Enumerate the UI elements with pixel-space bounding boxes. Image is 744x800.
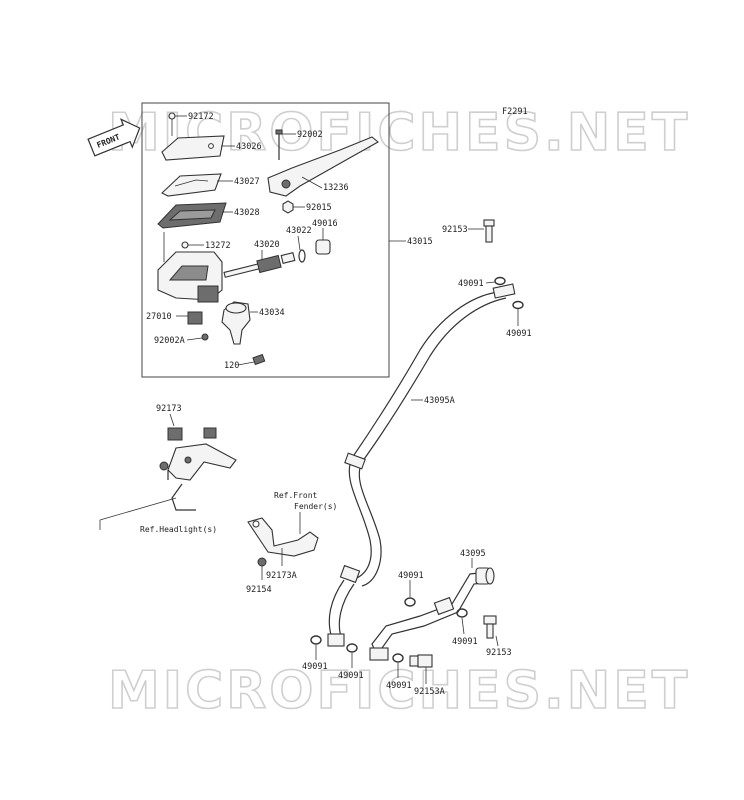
label-92153-top: 92153	[442, 225, 468, 235]
washer-49091-g	[392, 653, 404, 663]
washer-49091-f	[346, 643, 358, 653]
label-43022: 43022	[286, 226, 312, 236]
banjo-bolt-92153-top	[483, 219, 495, 243]
label-92173: 92173	[156, 404, 182, 414]
banjo-bolt-92153A	[409, 654, 433, 668]
figure-id: F2291	[502, 107, 528, 117]
hose-bracket-92173A	[247, 517, 319, 567]
pin-13272	[181, 241, 189, 249]
watermark-bottom: MICROFICHES.NET	[108, 661, 690, 721]
label-43027: 43027	[234, 177, 260, 187]
screw-92172	[168, 112, 187, 136]
label-43028: 43028	[234, 208, 260, 218]
label-92173A: 92173A	[266, 571, 297, 581]
brake-lever-13236	[267, 136, 379, 197]
clamp-43034	[221, 301, 251, 345]
label-49091-e: 49091	[302, 662, 328, 672]
ref-headlight: Ref.Headlight(s)	[140, 525, 217, 534]
brake-hose-43095	[369, 567, 495, 661]
ref-front-fender-line2: Fender(s)	[294, 502, 337, 511]
label-92015: 92015	[306, 203, 332, 213]
piston-43020	[223, 250, 296, 278]
master-cylinder-kit-box	[141, 102, 390, 378]
label-92002: 92002	[297, 130, 323, 140]
label-92002A: 92002A	[154, 336, 185, 346]
washer-49091-a	[494, 276, 506, 286]
label-92154: 92154	[246, 585, 272, 595]
ref-front-fender-line1: Ref.Front	[274, 491, 318, 500]
label-49091-d: 49091	[452, 637, 478, 647]
brake-hose-43095A	[327, 283, 516, 647]
label-49091-c: 49091	[398, 571, 424, 581]
hose-bracket-92173	[159, 427, 237, 511]
label-13272: 13272	[205, 241, 231, 251]
label-43095A: 43095A	[424, 396, 455, 406]
label-27010: 27010	[146, 312, 172, 322]
bolt-92002	[275, 129, 283, 135]
label-92153-lower: 92153	[486, 648, 512, 658]
diaphragm-plate-43027	[161, 173, 222, 197]
nut-92015	[282, 200, 294, 214]
label-49091-b: 49091	[506, 329, 532, 339]
label-43026: 43026	[236, 142, 262, 152]
bolt-120	[252, 353, 266, 366]
label-43020: 43020	[254, 240, 280, 250]
label-92153A: 92153A	[414, 687, 445, 697]
label-43034: 43034	[259, 308, 285, 318]
switch-27010	[187, 311, 203, 325]
washer-49091-b	[512, 300, 524, 310]
label-49016: 49016	[312, 219, 338, 229]
banjo-bolt-92153-lower	[483, 615, 497, 639]
screw-92002A	[201, 333, 209, 341]
label-120: 120	[224, 361, 239, 371]
label-13236: 13236	[323, 183, 349, 193]
front-arrow-icon: FRONT	[87, 118, 141, 157]
label-92172: 92172	[188, 112, 214, 122]
label-49091-g: 49091	[386, 681, 412, 691]
label-43095: 43095	[460, 549, 486, 559]
ring-43022	[298, 249, 306, 263]
washer-49091-d	[456, 608, 468, 618]
washer-49091-e	[310, 635, 322, 645]
label-49091-f: 49091	[338, 671, 364, 681]
label-43015: 43015	[407, 237, 433, 247]
washer-49091-c	[404, 597, 416, 607]
boot-49016	[315, 239, 331, 255]
label-49091-a: 49091	[458, 279, 484, 289]
